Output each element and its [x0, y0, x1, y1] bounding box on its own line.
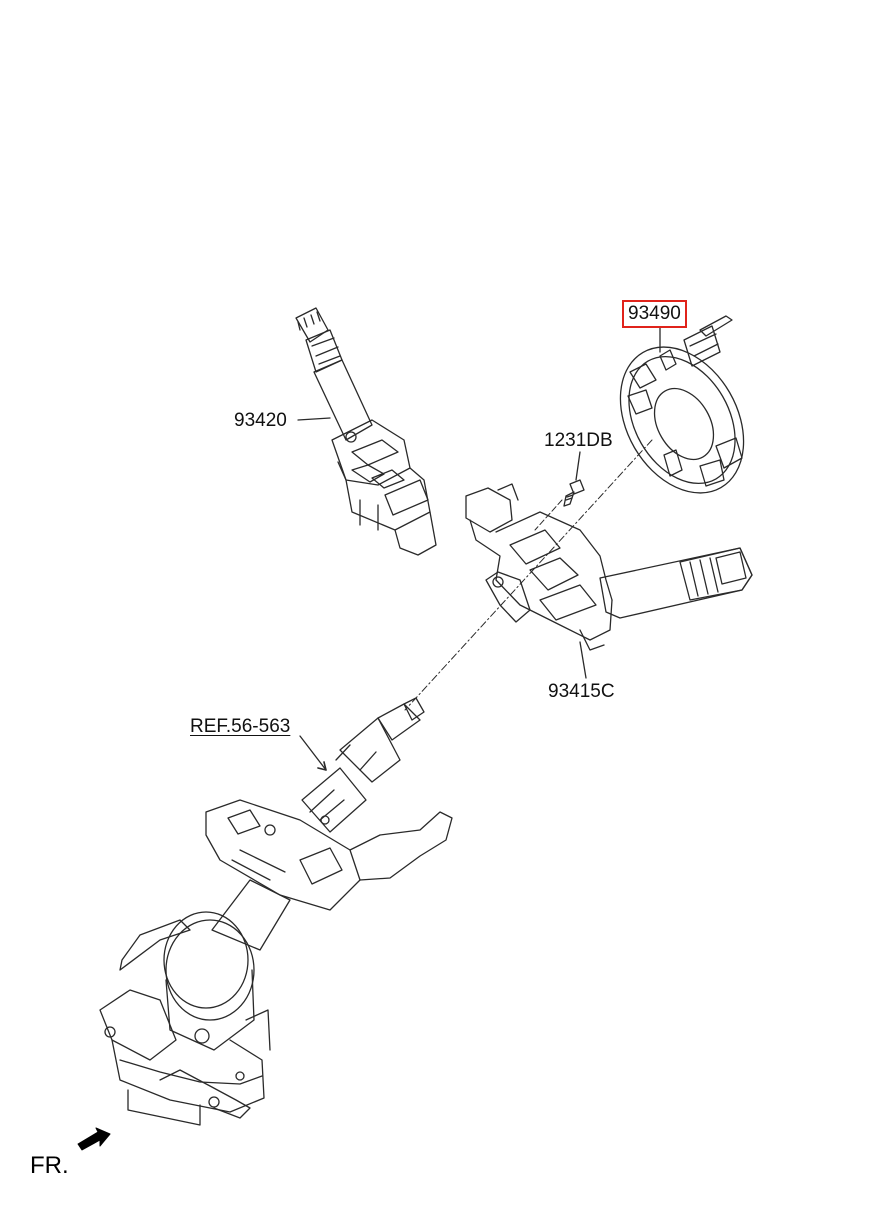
part-93415C-switch-body	[465, 483, 753, 651]
part-93490-clock-spring	[619, 315, 745, 494]
leader-1231DB	[575, 451, 581, 481]
label-reference: REF.56-563	[190, 716, 291, 737]
leader-ref	[299, 735, 327, 771]
part-93420-switch	[295, 307, 437, 556]
part-1231DB-screw	[563, 479, 585, 507]
label-93490: 93490	[622, 300, 687, 328]
front-arrow-icon	[77, 1127, 111, 1151]
label-1231DB: 1231DB	[544, 430, 613, 451]
part-steering-column	[205, 697, 453, 951]
assembly-axis-line	[404, 439, 653, 711]
part-eps-motor-assembly	[99, 911, 271, 1126]
leader-93415C	[579, 641, 587, 679]
leader-ref-arrowhead	[317, 761, 327, 771]
screw-axis-line	[534, 499, 563, 531]
front-indicator-label: FR.	[30, 1152, 69, 1179]
label-93420: 93420	[234, 410, 287, 431]
label-93415C: 93415C	[548, 681, 615, 702]
leader-93420	[297, 417, 331, 421]
